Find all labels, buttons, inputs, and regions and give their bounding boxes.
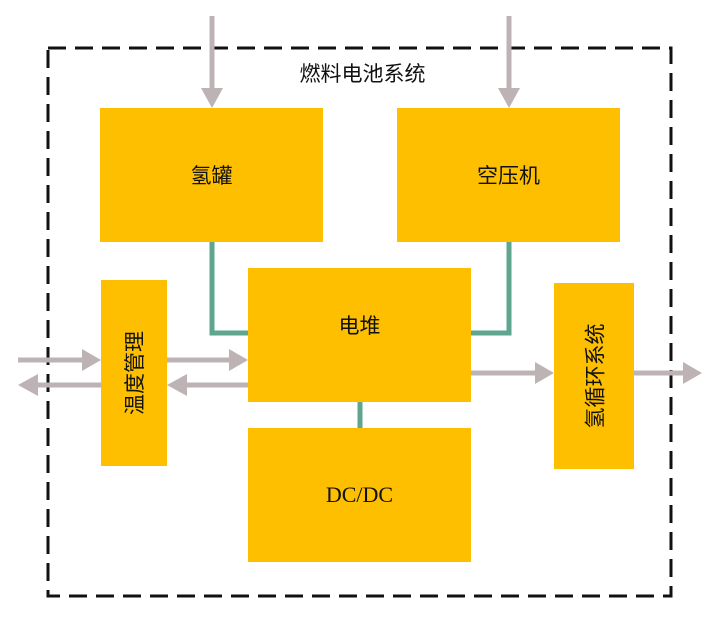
arrow-coolant-in-external [18, 349, 101, 371]
system-title: 燃料电池系统 [299, 62, 426, 86]
block-dcdc[interactable]: DC/DC [248, 428, 471, 562]
arrow-hydrogen-inlet [201, 16, 223, 108]
system-boundary [46, 46, 673, 598]
arrow-stack-to-thermal [167, 374, 248, 396]
block-label: 空压机 [477, 164, 540, 188]
arrow-coolant-out-external [18, 374, 101, 396]
connector-tank-to-stack [209, 242, 248, 336]
arrow-stack-to-recirculation [471, 362, 554, 384]
block-air-compressor[interactable]: 空压机 [397, 108, 620, 242]
arrow-thermal-to-stack [167, 349, 248, 371]
arrow-air-inlet [498, 16, 520, 108]
block-hydrogen-recirculation[interactable]: 氢循环系统 [554, 283, 634, 469]
block-stack[interactable]: 电堆 [248, 268, 471, 402]
block-label: 电堆 [338, 314, 381, 338]
block-hydrogen-tank[interactable]: 氢罐 [100, 108, 323, 242]
connector-compressor-to-stack [471, 242, 512, 336]
block-thermal-management[interactable]: 温度管理 [101, 280, 167, 466]
block-label: DC/DC [325, 482, 394, 507]
block-label: 氢罐 [190, 164, 233, 188]
block-label: 温度管理 [123, 331, 147, 415]
block-label: 氢循环系统 [583, 323, 607, 429]
